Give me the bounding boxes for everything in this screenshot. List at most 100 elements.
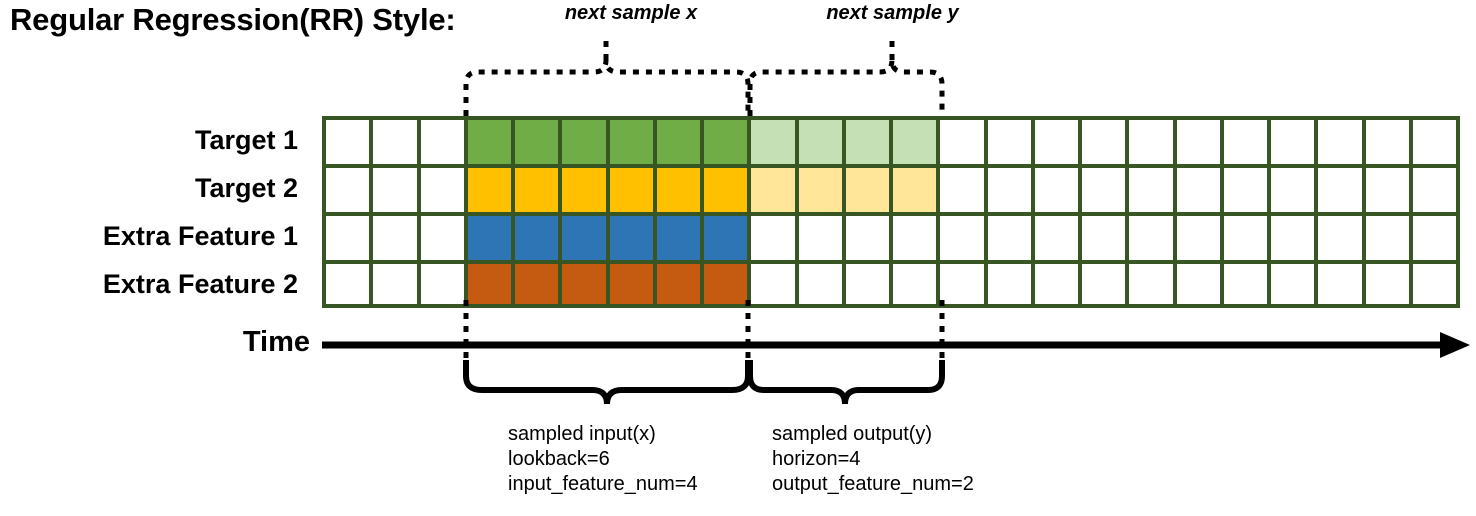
grid-row-target-1 [322,116,1460,164]
grid-cell-empty [893,264,937,304]
caption-input-line-1: sampled input(x) [508,423,656,445]
grid-cell-input [562,264,606,304]
grid-cell-empty [373,168,417,212]
timeseries-grid [322,116,1460,308]
grid-cell-empty [1129,120,1173,164]
grid-cell-empty [1082,216,1126,260]
grid-cell-empty [420,168,464,212]
grid-cell-empty [987,120,1031,164]
grid-cell-empty [1176,264,1220,304]
grid-cell-input [467,168,511,212]
grid-cell-empty [1318,168,1362,212]
grid-cell-empty [326,120,370,164]
brace-next-sample-y [747,59,945,116]
grid-cell-empty [1129,264,1173,304]
row-label-extra-feature-1: Extra Feature 1 [102,221,298,251]
grid-cell-empty [845,216,889,260]
grid-cell-input [704,120,748,164]
grid-cell-empty [893,216,937,260]
grid-cell-input [704,216,748,260]
grid-cell-empty [1365,264,1409,304]
grid-cell-output [845,120,889,164]
grid-cell-empty [373,120,417,164]
grid-cell-empty [1271,168,1315,212]
grid-cell-empty [1365,168,1409,212]
caption-sampled-output: sampled output(y) horizon=4 output_featu… [772,422,974,497]
time-axis-label: Time [242,326,310,358]
grid-cell-empty [1223,168,1267,212]
grid-cell-input [515,120,559,164]
right-arrow-icon [1440,332,1470,358]
grid-cell-empty [987,216,1031,260]
bottom-brace-sampled-input [463,360,751,405]
grid-cell-output [751,168,795,212]
grid-cell-empty [1082,264,1126,304]
grid-cell-empty [1082,168,1126,212]
grid-cell-input [562,120,606,164]
grid-cell-empty [326,168,370,212]
grid-cell-empty [1034,120,1078,164]
row-label-target-2: Target 2 [194,173,298,203]
brace-next-sample-x [463,59,751,116]
grid-cell-output [893,168,937,212]
row-label-column: Target 1 Target 2 Extra Feature 1 Extra … [0,116,310,308]
next-sample-x-label: next sample x [564,2,698,24]
grid-cell-input [467,120,511,164]
grid-cell-input [609,264,653,304]
grid-cell-output [751,120,795,164]
grid-cell-empty [373,264,417,304]
grid-cell-empty [798,216,842,260]
grid-cell-empty [326,264,370,304]
row-label-extra-feature-2: Extra Feature 2 [102,269,298,299]
time-axis-layer [322,300,1470,405]
grid-cell-empty [940,120,984,164]
grid-cell-empty [845,264,889,304]
caption-sampled-input: sampled input(x) lookback=6 input_featur… [508,422,698,497]
grid-cell-empty [1034,264,1078,304]
grid-cell-input [704,168,748,212]
grid-cell-empty [987,168,1031,212]
top-dotted-braces [463,38,945,116]
grid-cell-empty [1365,216,1409,260]
grid-cell-input [562,168,606,212]
grid-cell-empty [940,216,984,260]
grid-cell-empty [1223,120,1267,164]
row-label-target-1: Target 1 [194,125,298,155]
grid-cell-input [467,216,511,260]
grid-row-extra-feature-1 [322,212,1460,260]
grid-cell-empty [420,120,464,164]
grid-row-extra-feature-2 [322,260,1460,308]
grid-cell-input [609,168,653,212]
grid-cell-empty [326,216,370,260]
grid-cell-empty [1318,216,1362,260]
bottom-brace-sampled-output [747,360,945,405]
grid-cell-empty [420,216,464,260]
grid-cell-empty [1412,264,1456,304]
grid-cell-input [515,264,559,304]
grid-cell-input [656,168,700,212]
grid-cell-empty [1176,168,1220,212]
grid-cell-empty [1412,168,1456,212]
grid-cell-empty [751,264,795,304]
caption-input-line-2: lookback=6 [508,448,610,470]
caption-output-line-3: output_feature_num=2 [772,473,974,495]
grid-cell-empty [373,216,417,260]
grid-cell-output [798,168,842,212]
grid-cell-input [704,264,748,304]
grid-cell-empty [1318,120,1362,164]
grid-cell-input [609,216,653,260]
grid-cell-empty [420,264,464,304]
grid-cell-empty [1176,120,1220,164]
grid-cell-input [609,120,653,164]
grid-cell-empty [1129,216,1173,260]
grid-cell-empty [798,264,842,304]
grid-cell-output [845,168,889,212]
grid-cell-empty [1271,216,1315,260]
grid-cell-empty [1082,120,1126,164]
grid-cell-empty [940,168,984,212]
grid-cell-empty [987,264,1031,304]
grid-row-target-2 [322,164,1460,212]
caption-output-line-1: sampled output(y) [772,423,933,445]
grid-cell-empty [1318,264,1362,304]
grid-cell-input [467,264,511,304]
